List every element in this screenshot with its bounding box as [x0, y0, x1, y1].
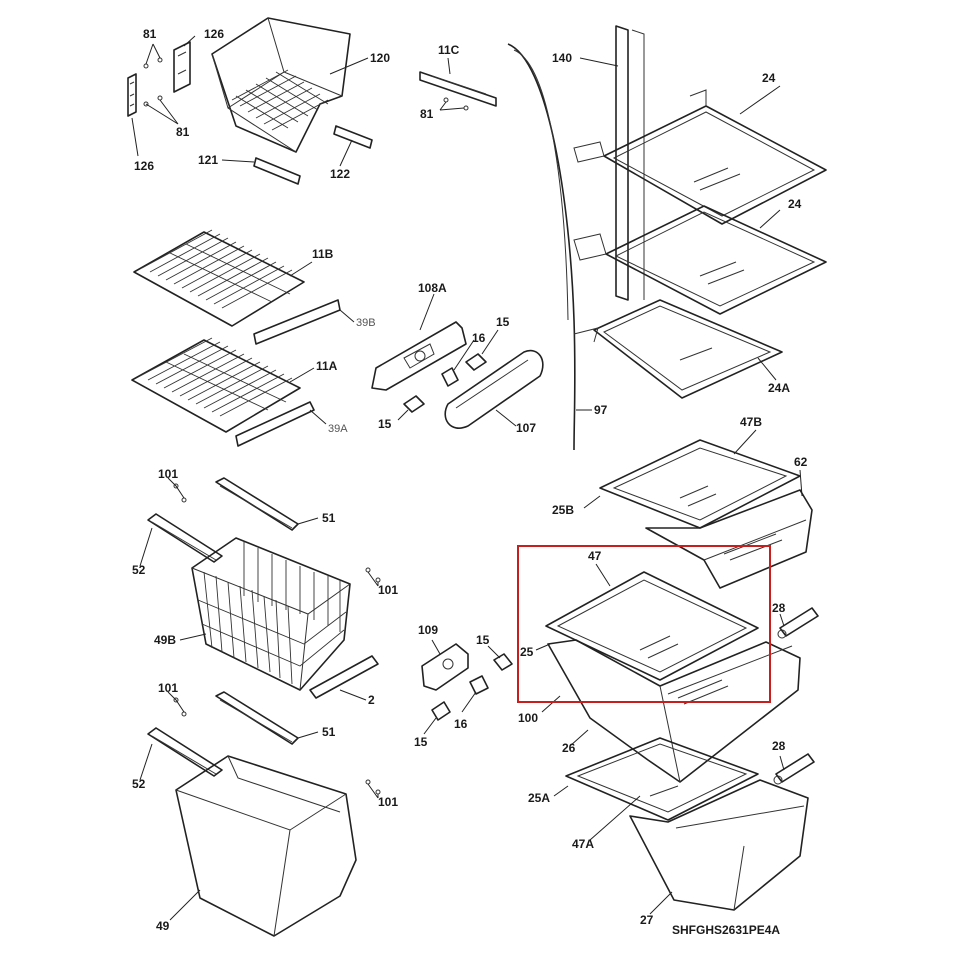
- label-101: 101: [158, 681, 178, 695]
- label-39a: 39A: [328, 423, 348, 435]
- hinge-bracket-126-left: [127, 73, 137, 117]
- slide-rail-51-a: [215, 477, 299, 531]
- label-107: 107: [516, 421, 536, 435]
- screws-101-d: [365, 779, 381, 795]
- label-121: 121: [198, 153, 218, 167]
- screws-101-a: [173, 483, 187, 503]
- pan-62: [645, 489, 813, 589]
- trim-39b: [253, 299, 341, 345]
- label-108a: 108A: [418, 281, 447, 295]
- label-24a: 24A: [768, 381, 790, 395]
- rail-122: [333, 125, 373, 149]
- label-15: 15: [476, 633, 490, 647]
- crisper-cover-47: [545, 571, 759, 681]
- label-51: 51: [322, 725, 336, 739]
- highlight-box: [517, 545, 771, 703]
- crisper-drawer-100: [547, 639, 801, 783]
- label-122: 122: [330, 167, 350, 181]
- label-28: 28: [772, 739, 786, 753]
- label-11c: 11C: [438, 43, 460, 57]
- label-25a: 25A: [528, 791, 550, 805]
- label-101: 101: [158, 467, 178, 481]
- label-28: 28: [772, 601, 786, 615]
- slide-rail-52-a: [147, 513, 223, 563]
- label-11a: 11A: [316, 359, 338, 373]
- label-109: 109: [418, 623, 438, 637]
- label-49: 49: [156, 919, 170, 933]
- label-100: 100: [518, 711, 538, 725]
- rail-121: [253, 157, 301, 185]
- bracket-11c: [419, 71, 497, 111]
- label-140: 140: [552, 51, 572, 65]
- label-97: 97: [594, 403, 608, 417]
- label-39b: 39B: [356, 317, 376, 329]
- label-52: 52: [132, 563, 146, 577]
- light-housing-109: [421, 643, 469, 691]
- diagram-code: SHFGHS2631PE4A: [672, 923, 780, 937]
- crisper-drawer-27: [629, 779, 809, 911]
- screws-81: [143, 57, 163, 107]
- wire-shelf-11a: [131, 337, 301, 433]
- label-126: 126: [204, 27, 224, 41]
- label-15: 15: [414, 735, 428, 749]
- label-2: 2: [368, 693, 375, 707]
- bulb-15c: [493, 653, 513, 671]
- screws-101-b: [365, 567, 381, 583]
- label-81: 81: [420, 107, 434, 121]
- trim-2: [309, 655, 379, 699]
- trim-39a: [235, 401, 315, 447]
- label-11b: 11B: [312, 247, 334, 261]
- label-120: 120: [370, 51, 390, 65]
- label-126: 126: [134, 159, 154, 173]
- label-15: 15: [378, 417, 392, 431]
- housing-108a: [371, 321, 467, 391]
- glass-shelf-24-lower: [573, 205, 827, 315]
- label-101: 101: [378, 795, 398, 809]
- label-49b: 49B: [154, 633, 176, 647]
- label-81: 81: [143, 27, 157, 41]
- crisper-cover-47a: [565, 737, 759, 821]
- glass-shelf-24-upper: [573, 89, 827, 225]
- screws-101-c: [173, 697, 187, 717]
- roller-28-b: [773, 753, 815, 785]
- label-52: 52: [132, 777, 146, 791]
- label-24: 24: [788, 197, 802, 211]
- wire-basket-49b: [191, 537, 351, 691]
- label-15: 15: [496, 315, 510, 329]
- bulb-socket-16a: [441, 367, 459, 387]
- crisper-cover-47b: [599, 439, 801, 529]
- wire-shelf-11b: [133, 229, 305, 327]
- water-tube-97: [507, 43, 576, 451]
- shelf-ladder-rail-140: [615, 25, 645, 301]
- label-101: 101: [378, 583, 398, 597]
- label-24: 24: [762, 71, 776, 85]
- freezer-bin-49: [175, 755, 357, 937]
- freezer-basket-120: [211, 17, 351, 153]
- slide-rail-52-b: [147, 727, 223, 777]
- label-16: 16: [472, 331, 486, 345]
- label-26: 26: [562, 741, 576, 755]
- slide-rail-51-b: [215, 691, 299, 745]
- label-25: 25: [520, 645, 534, 659]
- label-16: 16: [454, 717, 468, 731]
- label-27: 27: [640, 913, 654, 927]
- label-62: 62: [794, 455, 808, 469]
- glass-shelf-24a: [573, 299, 783, 399]
- bulb-15b: [403, 395, 425, 413]
- bulb-15a: [465, 353, 487, 371]
- label-47a: 47A: [572, 837, 594, 851]
- light-cover-107: [444, 349, 544, 429]
- label-81: 81: [176, 125, 190, 139]
- bulb-15d: [431, 701, 451, 721]
- roller-28-a: [777, 607, 819, 639]
- label-25b: 25B: [552, 503, 574, 517]
- label-51: 51: [322, 511, 336, 525]
- label-47: 47: [588, 549, 602, 563]
- label-47b: 47B: [740, 415, 762, 429]
- socket-16b: [469, 675, 489, 695]
- hinge-bracket-126-right: [173, 41, 191, 93]
